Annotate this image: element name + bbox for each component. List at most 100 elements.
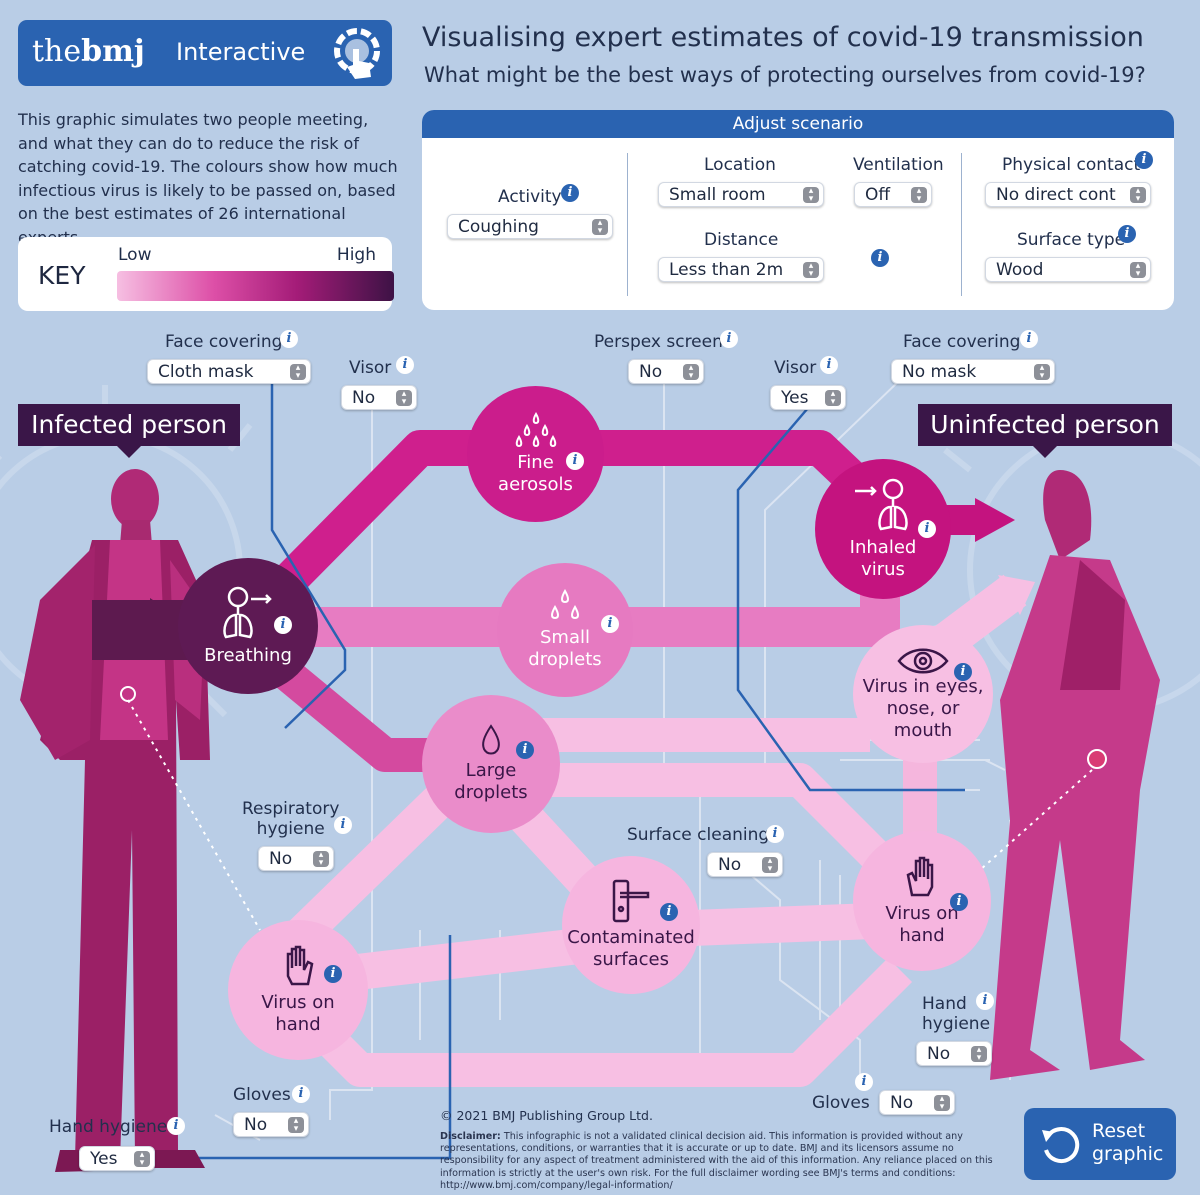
eye-icon <box>897 648 949 674</box>
gloves-left-select[interactable]: No▴▾ <box>233 1112 309 1137</box>
aerosol-drops-icon <box>515 412 556 448</box>
fine-aerosols-label-2: aerosols <box>498 474 573 495</box>
fine-aerosols-info-icon[interactable]: i <box>566 452 584 470</box>
virus-on-hand-left-info-icon[interactable]: i <box>324 965 342 983</box>
connector-surface <box>744 869 861 1090</box>
perspex-screen-select[interactable]: No▴▾ <box>628 359 704 384</box>
surface-type-info-icon[interactable]: i <box>1118 225 1136 243</box>
gloves-right-select[interactable]: No▴▾ <box>879 1090 955 1115</box>
virus-eyes-label-2: nose, or <box>886 698 960 719</box>
face-covering-right-select[interactable]: No mask▴▾ <box>891 359 1055 384</box>
face-covering-right-info-icon[interactable]: i <box>1020 330 1038 348</box>
select-arrow-icon: ▴▾ <box>803 187 819 204</box>
small-droplets-info-icon[interactable]: i <box>601 615 619 633</box>
contaminated-info-icon[interactable]: i <box>660 903 678 921</box>
node-contaminated-surfaces[interactable]: Contaminated surfaces i <box>562 856 700 994</box>
contaminated-label-1: Contaminated <box>567 927 695 948</box>
ventilation-select[interactable]: Off▴▾ <box>854 182 932 207</box>
physical-contact-info-icon[interactable]: i <box>1135 151 1153 169</box>
select-arrow-icon: ▴▾ <box>288 1117 304 1134</box>
ventilation-label: Ventilation <box>853 155 944 175</box>
virus-on-hand-right-label-1: Virus on <box>885 903 959 924</box>
surface-cleaning-label: Surface cleaning <box>627 825 770 845</box>
activity-select[interactable]: Coughing▴▾ <box>447 214 613 239</box>
hand-icon <box>906 856 934 897</box>
node-virus-on-hand-left[interactable]: Virus on hand i <box>228 920 368 1060</box>
gloves-left-info-icon[interactable]: i <box>292 1085 310 1103</box>
select-arrow-icon: ▴▾ <box>134 1151 150 1168</box>
virus-on-hand-right-info-icon[interactable]: i <box>950 893 968 911</box>
location-select[interactable]: Small room▴▾ <box>658 182 824 207</box>
control-line-visor-right <box>736 407 965 792</box>
node-large-droplets[interactable]: Large droplets i <box>422 695 560 833</box>
visor-left-select[interactable]: No▴▾ <box>341 385 417 410</box>
node-inhaled-virus[interactable]: Inhaled virus i <box>815 459 951 599</box>
large-droplets-info-icon[interactable]: i <box>516 741 534 759</box>
visor-left-label: Visor <box>349 358 392 378</box>
select-arrow-icon: ▴▾ <box>1130 187 1146 204</box>
node-virus-on-hand-right[interactable]: Virus on hand i <box>853 831 991 971</box>
select-arrow-icon: ▴▾ <box>762 857 778 874</box>
surface-cleaning-select[interactable]: No▴▾ <box>707 852 783 877</box>
page-title: Visualising expert estimates of covid-19… <box>422 22 1144 53</box>
breathing-label: Breathing <box>204 645 292 666</box>
hand-hygiene-right-info-icon[interactable]: i <box>976 992 994 1010</box>
large-droplets-label-1: Large <box>465 760 517 781</box>
breathing-info-icon[interactable]: i <box>274 616 292 634</box>
surface-type-select[interactable]: Wood▴▾ <box>985 257 1151 282</box>
node-breathing[interactable]: Breathing i <box>178 558 318 694</box>
gloves-left-label: Gloves <box>233 1085 291 1105</box>
hand-icon <box>286 945 314 986</box>
infected-person-figure <box>20 469 261 1172</box>
node-virus-in-eyes[interactable]: Virus in eyes, nose, or mouth i <box>853 625 993 763</box>
hand-hygiene-left-info-icon[interactable]: i <box>167 1117 185 1135</box>
node-fine-aerosols[interactable]: Fine aerosols i <box>467 386 604 522</box>
intro-text: This graphic simulates two people meetin… <box>18 110 398 247</box>
control-line-face-covering-left <box>270 383 347 729</box>
virus-eyes-info-icon[interactable]: i <box>954 663 972 681</box>
key-label: KEY <box>38 261 86 290</box>
distance-label: Distance <box>704 230 779 250</box>
arrow-into-uninfected <box>975 498 1015 542</box>
interactive-label: Interactive <box>176 38 306 66</box>
select-arrow-icon: ▴▾ <box>934 1095 950 1112</box>
adjust-scenario-header: Adjust scenario <box>422 110 1174 138</box>
contaminated-label-2: surfaces <box>593 949 669 970</box>
activity-label: Activity <box>498 187 562 207</box>
infected-person-tag: Infected person <box>18 404 240 458</box>
node-small-droplets[interactable]: Small droplets i <box>497 563 633 697</box>
activity-info-icon[interactable]: i <box>561 184 579 202</box>
visor-right-info-icon[interactable]: i <box>820 356 838 374</box>
surface-cleaning-info-icon[interactable]: i <box>766 825 784 843</box>
virus-on-hand-left-label-1: Virus on <box>261 992 335 1013</box>
respiratory-hygiene-info-icon[interactable]: i <box>334 816 352 834</box>
visor-left-info-icon[interactable]: i <box>396 356 414 374</box>
perspex-screen-info-icon[interactable]: i <box>720 330 738 348</box>
face-covering-left-select[interactable]: Cloth mask▴▾ <box>147 359 311 384</box>
virus-on-hand-left-label-2: hand <box>275 1014 321 1035</box>
physical-contact-label: Physical contact <box>1002 155 1141 175</box>
location-info-icon[interactable]: i <box>871 249 889 267</box>
physical-contact-select[interactable]: No direct cont▴▾ <box>985 182 1151 207</box>
respiratory-hygiene-select[interactable]: No▴▾ <box>258 846 334 871</box>
inhaled-virus-info-icon[interactable]: i <box>918 520 936 538</box>
copyright: © 2021 BMJ Publishing Group Ltd. <box>440 1108 653 1123</box>
hand-hygiene-left-select[interactable]: Yes▴▾ <box>79 1146 155 1171</box>
colour-key: KEY Low High <box>18 237 394 311</box>
hand-hygiene-left-label: Hand hygiene <box>49 1117 168 1137</box>
divider <box>627 153 628 296</box>
small-droplets-label-1: Small <box>540 627 590 648</box>
visor-right-select[interactable]: Yes▴▾ <box>770 385 846 410</box>
hand-hygiene-right-select[interactable]: No▴▾ <box>916 1041 992 1066</box>
face-covering-left-info-icon[interactable]: i <box>280 330 298 348</box>
droplets-icon <box>551 589 579 620</box>
distance-select[interactable]: Less than 2m▴▾ <box>658 257 824 282</box>
select-arrow-icon: ▴▾ <box>825 390 841 407</box>
select-arrow-icon: ▴▾ <box>592 219 608 236</box>
select-arrow-icon: ▴▾ <box>803 262 819 279</box>
disclaimer: Disclaimer: This infographic is not a va… <box>440 1131 993 1191</box>
bmj-logo: thebmj <box>32 34 145 69</box>
large-droplets-label-2: droplets <box>454 782 528 803</box>
gloves-right-info-icon[interactable]: i <box>855 1073 873 1091</box>
